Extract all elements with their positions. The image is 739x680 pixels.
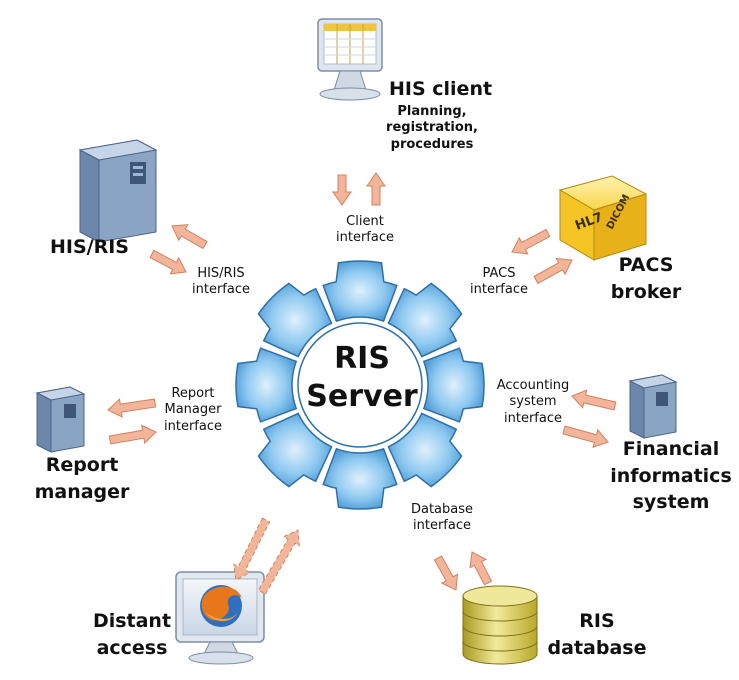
gear-hub [297,322,423,448]
ris-database-icon [462,585,538,665]
his-ris-interface-line-2: interface [192,282,250,298]
center-line-1: RIS [334,341,390,376]
his-client-detail-2: registration, [386,120,478,136]
accounting-interface-line-1: Accounting [496,378,570,393]
financial-title-3: system [632,491,710,514]
distant-access-monitor-icon [175,571,265,665]
his-client-monitor-icon [317,18,383,101]
arrow [107,398,157,418]
ris-database-title-1: RIS [579,610,615,632]
gear-segment [257,412,333,488]
his-ris-interface-label: HIS/RIS interface [176,266,266,299]
report-manager-title: Report manager [28,452,136,505]
database-interface-label: Database interface [394,502,490,535]
his-client-detail-1: Planning, [397,104,467,119]
arrow [171,224,208,250]
arrow [562,425,609,449]
gear-segment [422,347,485,423]
financial-system-server-icon [628,374,678,439]
his-client-details: Planning, registration, procedures [372,104,492,153]
ris-database-title: RIS database [540,608,654,661]
financial-title-1: Financial [622,438,720,460]
ris-server-label: RIS Server [287,340,437,416]
arrow [533,257,573,285]
ris-database-title-2: database [547,636,647,659]
arrow [108,424,157,445]
client-interface-line-1: Client [346,214,384,229]
gear-segment [235,347,298,423]
gear-segment [322,260,398,323]
distant-access-title: Distant access [82,608,182,661]
pacs-broker-title-1: PACS [618,254,674,276]
his-ris-title: HIS/RIS [50,236,129,258]
gear-segment [387,282,463,358]
accounting-interface-line-2: system [509,394,557,410]
report-manager-interface-line-1: Report [171,386,215,401]
pacs-interface-line-1: PACS [482,266,516,281]
gear-segment [257,282,333,358]
report-manager-server-icon [35,386,86,453]
report-manager-title-2: manager [34,480,130,503]
arrow [571,389,617,411]
client-interface-line-2: interface [336,230,394,246]
report-manager-interface-line-2: Manager [164,402,222,418]
distant-access-title-2: access [96,636,168,659]
arrow [469,551,493,586]
financial-title-2: informatics [610,464,732,487]
ris-server-gear [235,260,485,510]
report-manager-interface-label: Report Manager interface [146,386,240,435]
arrow [233,517,271,581]
database-interface-line-2: interface [413,518,471,534]
his-ris-interface-line-1: HIS/RIS [197,266,245,281]
connection-arrows [107,172,617,595]
accounting-interface-line-3: interface [504,410,562,426]
report-manager-title-1: Report [45,454,119,476]
pacs-interface-line-2: interface [470,282,528,298]
report-manager-interface-line-3: interface [164,418,222,434]
pacs-broker-cube-icon: HL7 DICOM [558,175,648,261]
client-interface-label: Client interface [320,214,410,247]
pacs-broker-title: PACS broker [606,252,686,305]
arrow [257,529,300,595]
his-client-title: HIS client [389,78,493,100]
his-ris-server-icon [78,139,158,243]
pacs-broker-title-2: broker [610,280,682,303]
accounting-interface-label: Accounting system interface [484,378,582,427]
his-client-detail-3: procedures [390,136,474,152]
center-line-2: Server [306,379,418,414]
arrow [149,249,187,275]
gear-segment [387,412,463,488]
distant-access-title-1: Distant [92,610,172,632]
gear-segment [322,447,398,510]
pacs-interface-label: PACS interface [454,266,544,299]
database-interface-line-1: Database [410,502,474,517]
arrow [433,555,459,591]
arrow [332,174,352,206]
financial-system-title: Financial informatics system [608,436,734,516]
arrow [511,228,551,255]
arrow [366,172,386,206]
